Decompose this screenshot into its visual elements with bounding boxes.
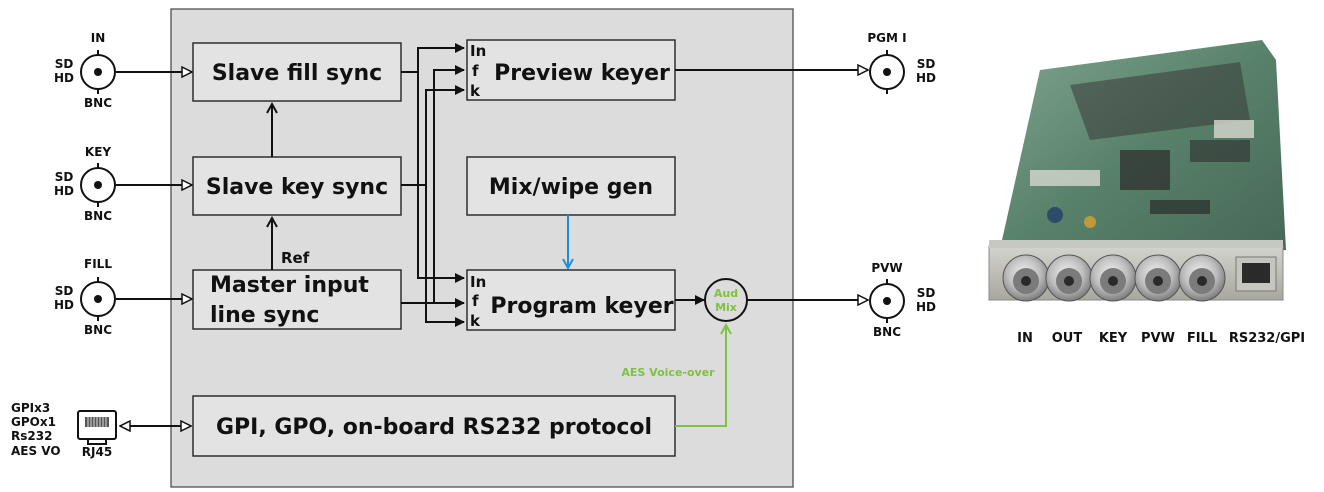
output-pgm-connector: PGM I SD HD [867, 31, 936, 94]
program-keyer-port-k: k [470, 312, 481, 330]
photo-label-fill: FILL [1187, 331, 1217, 346]
output-pvw-label: PVW [871, 261, 902, 275]
program-keyer-label: Program keyer [490, 294, 673, 319]
input-in-hd: HD [54, 71, 74, 85]
photo-bnc-fill [1178, 254, 1226, 302]
input-in-connector: IN SD HD BNC [54, 31, 116, 110]
rj45-signal-0: GPIx3 [11, 401, 50, 415]
preview-keyer-port-f: f [472, 62, 479, 80]
slave-key-sync-label: Slave key sync [206, 175, 388, 200]
preview-keyer-label: Preview keyer [494, 61, 670, 86]
input-key-type: BNC [84, 209, 112, 223]
master-input-label-line1: Master input [210, 273, 369, 298]
slave-fill-sync-block [192, 42, 402, 102]
rj45-signal-2: Rs232 [11, 429, 52, 443]
rj45-signal-list: GPIx3 GPOx1 Rs232 AES VO [11, 401, 61, 458]
wire-master-to-preview-f [401, 65, 465, 304]
preview-keyer-block [466, 39, 676, 101]
master-input-line-sync-block [192, 269, 402, 330]
input-fill-sd: SD [55, 284, 74, 298]
input-key-label: KEY [85, 145, 111, 159]
rj45-port-icon [77, 410, 117, 445]
rj45-signal-1: GPOx1 [11, 415, 56, 429]
output-pvw-type: BNC [873, 325, 901, 339]
input-fill-connector: FILL SD HD BNC [54, 257, 116, 337]
preview-keyer-port-k: k [470, 82, 481, 100]
input-key-connector: KEY SD HD BNC [54, 145, 116, 223]
output-pgm-sd: SD [917, 57, 936, 71]
photo-rj45-port [1235, 256, 1277, 292]
wire-fill-to-preview-in [401, 43, 465, 73]
output-pvw-sd: SD [917, 286, 936, 300]
rj45-label: RJ45 [82, 445, 112, 459]
gpi-gpo-rs232-label: GPI, GPO, on-board RS232 protocol [216, 415, 652, 440]
aud-mix-label-line2: Mix [715, 301, 737, 314]
photo-label-out: OUT [1052, 331, 1083, 346]
photo-bnc-out [1045, 254, 1093, 302]
wire-key-to-program-k [425, 185, 465, 327]
wire-fill-to-program-in [417, 72, 465, 283]
input-fill-hd: HD [54, 298, 74, 312]
photo-bnc-pvw [1134, 254, 1182, 302]
output-pgm-hd: HD [916, 71, 936, 85]
card-photo [988, 40, 1286, 302]
photo-label-rs232-gpi: RS232/GPI [1229, 331, 1305, 346]
mix-wipe-gen-label: Mix/wipe gen [489, 175, 653, 200]
aud-mix-node: Aud Mix [704, 278, 748, 322]
input-key-hd: HD [54, 184, 74, 198]
input-fill-label: FILL [84, 257, 112, 271]
gpi-gpo-rs232-block [192, 395, 676, 457]
photo-label-key: KEY [1099, 331, 1128, 346]
input-fill-type: BNC [84, 323, 112, 337]
program-keyer-port-in: In [470, 273, 486, 291]
master-input-label-line2: line sync [210, 303, 319, 328]
preview-keyer-port-in: In [470, 42, 486, 60]
photo-bnc-in [1002, 254, 1050, 302]
output-pvw-connector: PVW SD HD BNC [869, 261, 936, 339]
wire-key-to-preview-k [401, 85, 465, 186]
photo-label-pvw: PVW [1141, 331, 1175, 346]
input-in-label: IN [91, 31, 106, 45]
output-pvw-hd: HD [916, 300, 936, 314]
program-keyer-port-f: f [472, 292, 479, 310]
photo-bnc-key [1089, 254, 1137, 302]
aes-voiceover-label: AES Voice-over [621, 366, 715, 379]
aud-mix-label-line1: Aud [714, 287, 738, 300]
input-in-type: BNC [84, 96, 112, 110]
slave-fill-sync-label: Slave fill sync [212, 61, 382, 86]
rj45-signal-3: AES VO [11, 444, 61, 458]
input-in-sd: SD [55, 57, 74, 71]
ref-label: Ref [281, 249, 310, 267]
mix-wipe-gen-block [466, 156, 676, 216]
input-key-sd: SD [55, 170, 74, 184]
aes-voiceover-wire [675, 325, 726, 427]
photo-label-in: IN [1017, 331, 1033, 346]
output-pgm-label: PGM I [867, 31, 906, 45]
slave-key-sync-block [192, 156, 402, 216]
